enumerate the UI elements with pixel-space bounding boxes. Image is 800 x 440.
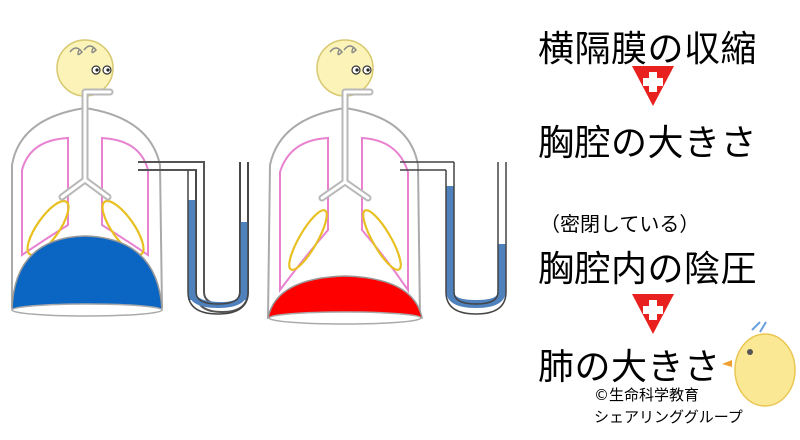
step-1-text: 横隔膜の収縮	[538, 29, 758, 70]
step-4-text: 肺の大きさ	[538, 347, 721, 388]
step-2-text: 胸腔の大きさ	[538, 123, 758, 164]
left-inner-lung-left	[26, 199, 70, 257]
chick-mascot-icon	[722, 321, 796, 407]
down-arrow-1-icon	[632, 66, 674, 106]
right-manometer	[400, 161, 507, 315]
right-face-icon	[316, 39, 374, 97]
left-inner-lung-right	[101, 199, 145, 257]
right-lung-model	[267, 39, 507, 325]
credit-line-2: シェアリンググループ	[594, 408, 743, 426]
right-inner-lung-right	[362, 209, 402, 271]
step-3-text: 胸腔内の陰圧	[538, 249, 758, 290]
left-diaphragm	[11, 235, 163, 311]
left-face-icon	[56, 39, 114, 97]
right-inner-lung-left	[288, 209, 328, 271]
right-lung-outline	[279, 136, 329, 293]
left-lung-outline	[21, 136, 69, 257]
step-3-note: （密閉している）	[540, 212, 700, 236]
down-arrow-2-icon	[632, 294, 674, 334]
right-diaphragm	[267, 275, 423, 319]
left-manometer	[138, 161, 249, 315]
credit-line-1: ©生命科学教育	[594, 386, 700, 404]
left-lung-model	[11, 39, 249, 317]
